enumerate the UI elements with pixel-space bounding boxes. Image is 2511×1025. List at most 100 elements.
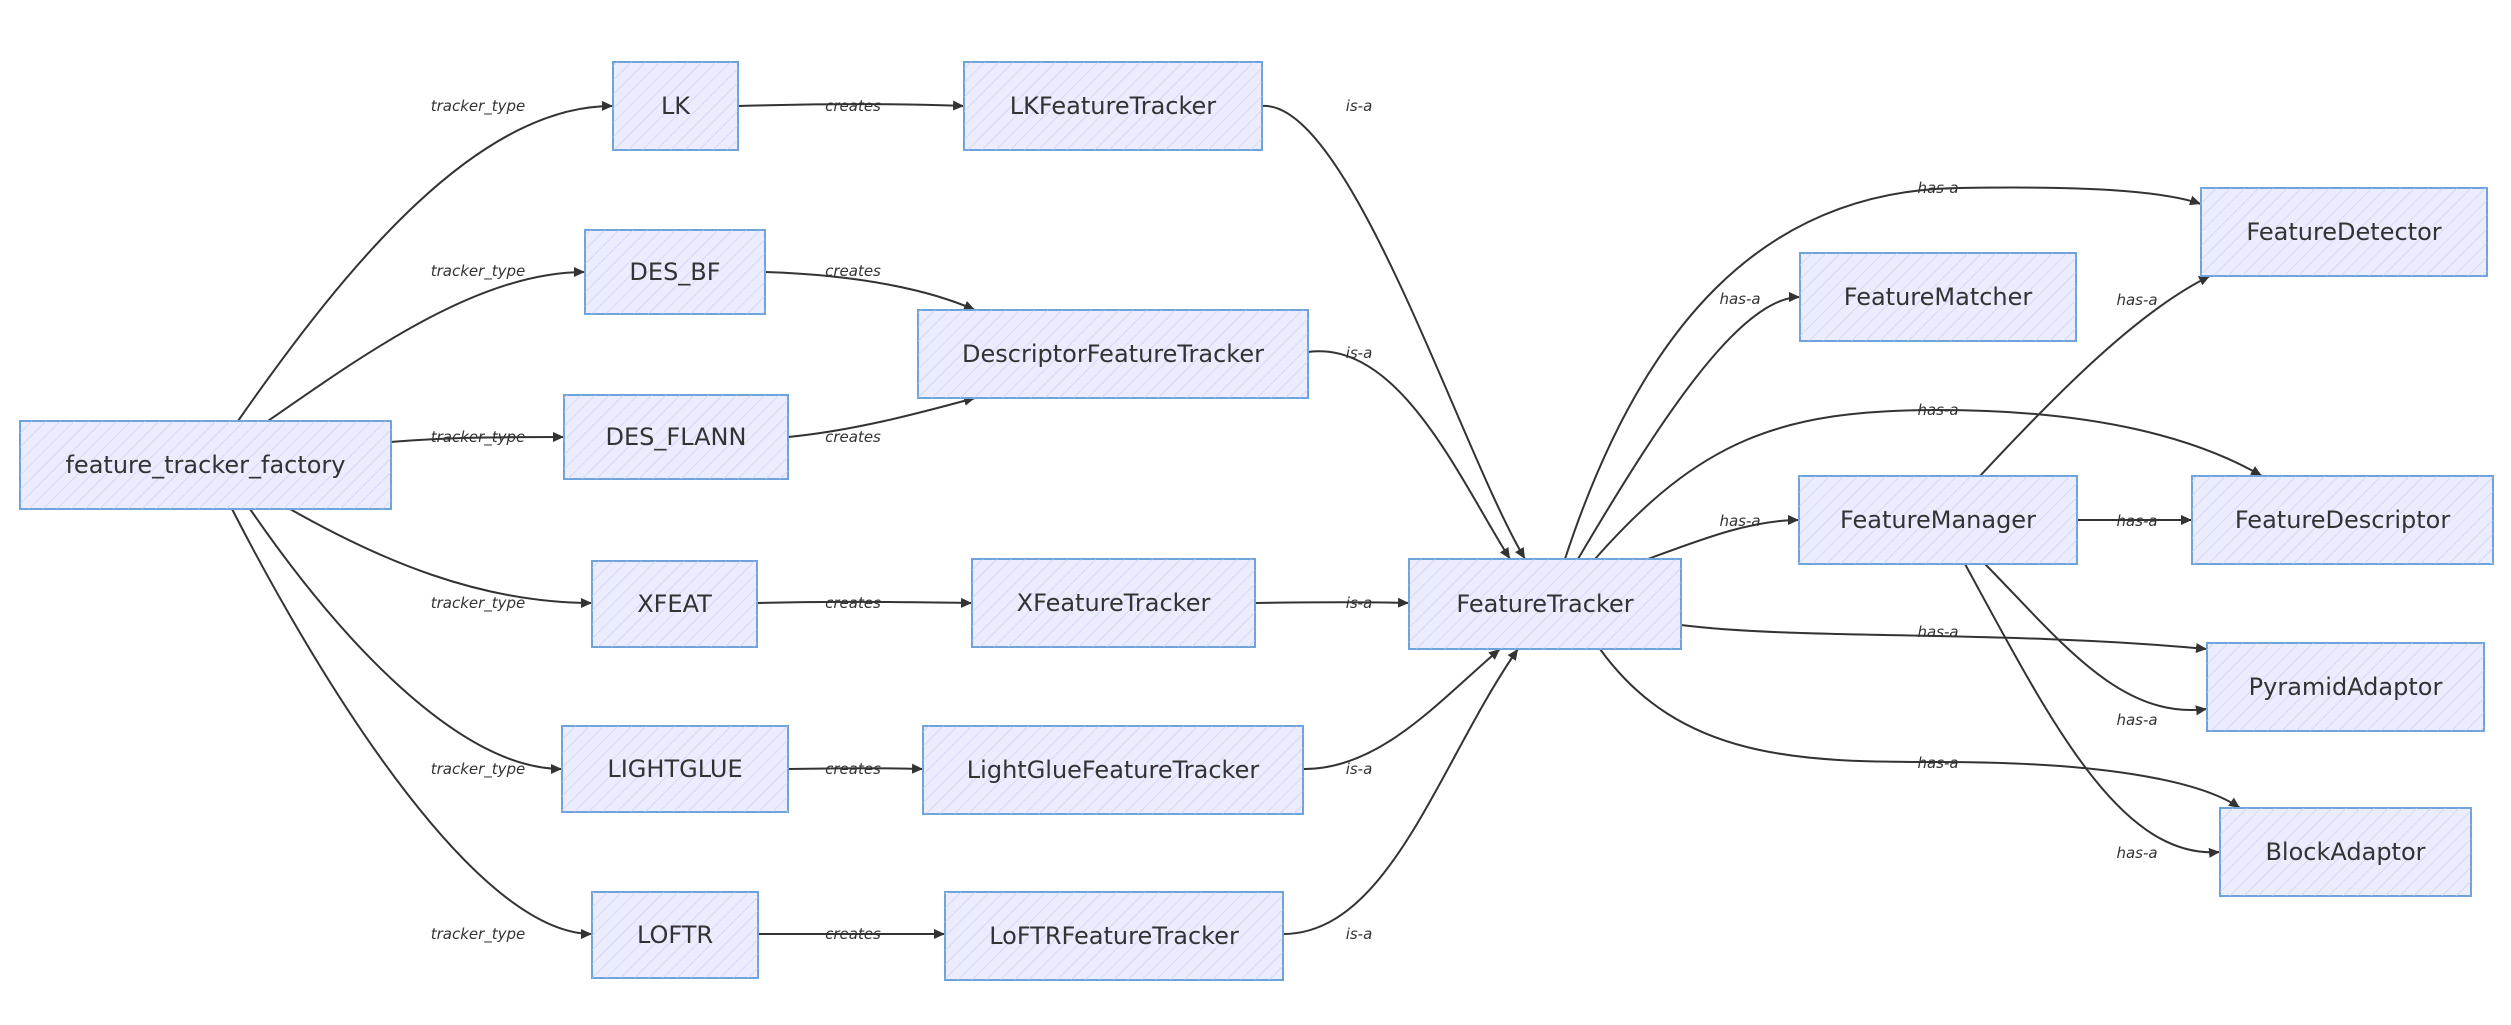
- node-lightglue[interactable]: LIGHTGLUE: [561, 725, 789, 813]
- node-label: FeatureTracker: [1456, 590, 1633, 618]
- node-lk[interactable]: LK: [612, 61, 739, 151]
- edge-lk_tracker-to-feature_tracker: [1261, 104, 1526, 560]
- edge-feature_tracker-to-pyramid_adaptor: [1680, 624, 2208, 653]
- node-hatch-fill: [964, 62, 1262, 150]
- edge-feature_tracker-to-feature_matcher: [1577, 292, 1801, 560]
- edge-xfeat-to-xfeat_tracker: [756, 597, 973, 608]
- edge-feature_manager-to-feature_detector: [1979, 275, 2211, 477]
- node-label: FeatureMatcher: [1844, 283, 2033, 311]
- edge-feature_tracker-to-feature_descriptor: [1594, 408, 2263, 560]
- node-xfeat[interactable]: XFEAT: [591, 560, 758, 648]
- edge-des_bf-to-desc_tracker: [764, 271, 976, 311]
- node-hatch-fill: [562, 726, 788, 812]
- node-label: FeatureDescriptor: [2235, 506, 2451, 534]
- node-label: FeatureManager: [1840, 506, 2036, 534]
- node-feature-tracker[interactable]: FeatureTracker: [1408, 558, 1682, 650]
- node-feature-manager[interactable]: FeatureManager: [1798, 475, 2078, 565]
- edge-factory-to-lightglue: [249, 508, 563, 774]
- edge-lk-to-lk_tracker: [737, 100, 965, 111]
- node-label: LKFeatureTracker: [1010, 92, 1217, 120]
- node-hatch-fill: [2207, 643, 2484, 731]
- node-label: XFEAT: [637, 590, 712, 618]
- edge-label: has-a: [2116, 711, 2157, 729]
- edge-desc_tracker-to-feature_tracker: [1307, 350, 1511, 560]
- edge-label: tracker_type: [431, 428, 526, 447]
- edge-label: has-a: [1917, 623, 1958, 641]
- edge-label: is-a: [1346, 760, 1373, 778]
- edge-factory-to-des_flann: [389, 432, 565, 443]
- node-loftr[interactable]: LOFTR: [591, 891, 759, 979]
- node-label: BlockAdaptor: [2265, 838, 2425, 866]
- edge-label: creates: [825, 428, 881, 446]
- edge-factory-to-xfeat: [289, 508, 593, 608]
- node-hatch-fill: [945, 892, 1283, 980]
- edge-label: tracker_type: [431, 97, 526, 116]
- edge-loftr_tracker-to-feature_tracker: [1282, 648, 1519, 935]
- edge-label: has-a: [1719, 290, 1760, 308]
- edge-factory-to-des_bf: [267, 267, 586, 422]
- edge-lightglue_tracker-to-feature_tracker: [1302, 648, 1501, 771]
- edge-label: is-a: [1346, 344, 1373, 362]
- edge-label: creates: [825, 262, 881, 280]
- node-feature-detector[interactable]: FeatureDetector: [2200, 187, 2488, 277]
- node-hatch-fill: [1799, 476, 2077, 564]
- edge-label: creates: [825, 594, 881, 612]
- edge-label: tracker_type: [431, 925, 526, 944]
- node-hatch-fill: [20, 421, 391, 509]
- edge-label: has-a: [1917, 754, 1958, 772]
- node-loftr-tracker[interactable]: LoFTRFeatureTracker: [944, 891, 1284, 981]
- edge-feature_manager-to-block_adaptor: [1964, 563, 2221, 858]
- node-hatch-fill: [564, 395, 788, 479]
- node-hatch-fill: [592, 561, 757, 647]
- node-hatch-fill: [918, 310, 1308, 398]
- edge-des_flann-to-desc_tracker: [787, 396, 976, 438]
- node-label: LK: [661, 92, 691, 120]
- edge-label: has-a: [2116, 844, 2157, 862]
- edge-label: has-a: [2116, 291, 2157, 309]
- edge-label: has-a: [1917, 401, 1958, 419]
- node-label: DES_BF: [629, 258, 720, 286]
- edge-feature_tracker-to-feature_manager: [1647, 515, 1800, 560]
- edge-label: has-a: [2116, 512, 2157, 530]
- edge-label: creates: [825, 925, 881, 943]
- edge-label: tracker_type: [431, 262, 526, 281]
- edge-label: is-a: [1346, 925, 1373, 943]
- node-label: feature_tracker_factory: [65, 451, 345, 479]
- edge-factory-to-lk: [237, 100, 614, 422]
- node-label: PyramidAdaptor: [2249, 673, 2443, 701]
- node-hatch-fill: [1409, 559, 1681, 649]
- node-pyramid-adaptor[interactable]: PyramidAdaptor: [2206, 642, 2485, 732]
- node-xfeat-tracker[interactable]: XFeatureTracker: [971, 558, 1256, 648]
- node-label: LoFTRFeatureTracker: [989, 922, 1239, 950]
- node-hatch-fill: [972, 559, 1255, 647]
- node-feature-descriptor[interactable]: FeatureDescriptor: [2191, 475, 2494, 565]
- node-factory[interactable]: feature_tracker_factory: [19, 420, 392, 510]
- node-label: DescriptorFeatureTracker: [962, 340, 1264, 368]
- node-label: XFeatureTracker: [1017, 589, 1211, 617]
- node-lk-tracker[interactable]: LKFeatureTracker: [963, 61, 1263, 151]
- edge-label: creates: [825, 760, 881, 778]
- node-des-bf[interactable]: DES_BF: [584, 229, 766, 315]
- node-hatch-fill: [613, 62, 738, 150]
- node-label: FeatureDetector: [2246, 218, 2441, 246]
- edge-feature_tracker-to-block_adaptor: [1599, 648, 2241, 809]
- edge-label: is-a: [1346, 594, 1373, 612]
- edge-xfeat_tracker-to-feature_tracker: [1254, 597, 1410, 608]
- node-label: LOFTR: [637, 921, 713, 949]
- edge-feature_manager-to-pyramid_adaptor: [1984, 563, 2208, 716]
- node-feature-matcher[interactable]: FeatureMatcher: [1799, 252, 2077, 342]
- edge-label: creates: [825, 97, 881, 115]
- edge-label: has-a: [1719, 512, 1760, 530]
- node-hatch-fill: [2192, 476, 2493, 564]
- node-hatch-fill: [585, 230, 765, 314]
- node-label: LIGHTGLUE: [607, 755, 742, 783]
- node-hatch-fill: [592, 892, 758, 978]
- edge-label: is-a: [1346, 97, 1373, 115]
- node-hatch-fill: [1800, 253, 2076, 341]
- node-desc-tracker[interactable]: DescriptorFeatureTracker: [917, 309, 1309, 399]
- node-lightglue-tracker[interactable]: LightGlueFeatureTracker: [922, 725, 1304, 815]
- node-des-flann[interactable]: DES_FLANN: [563, 394, 789, 480]
- node-block-adaptor[interactable]: BlockAdaptor: [2219, 807, 2472, 897]
- edge-label: tracker_type: [431, 760, 526, 779]
